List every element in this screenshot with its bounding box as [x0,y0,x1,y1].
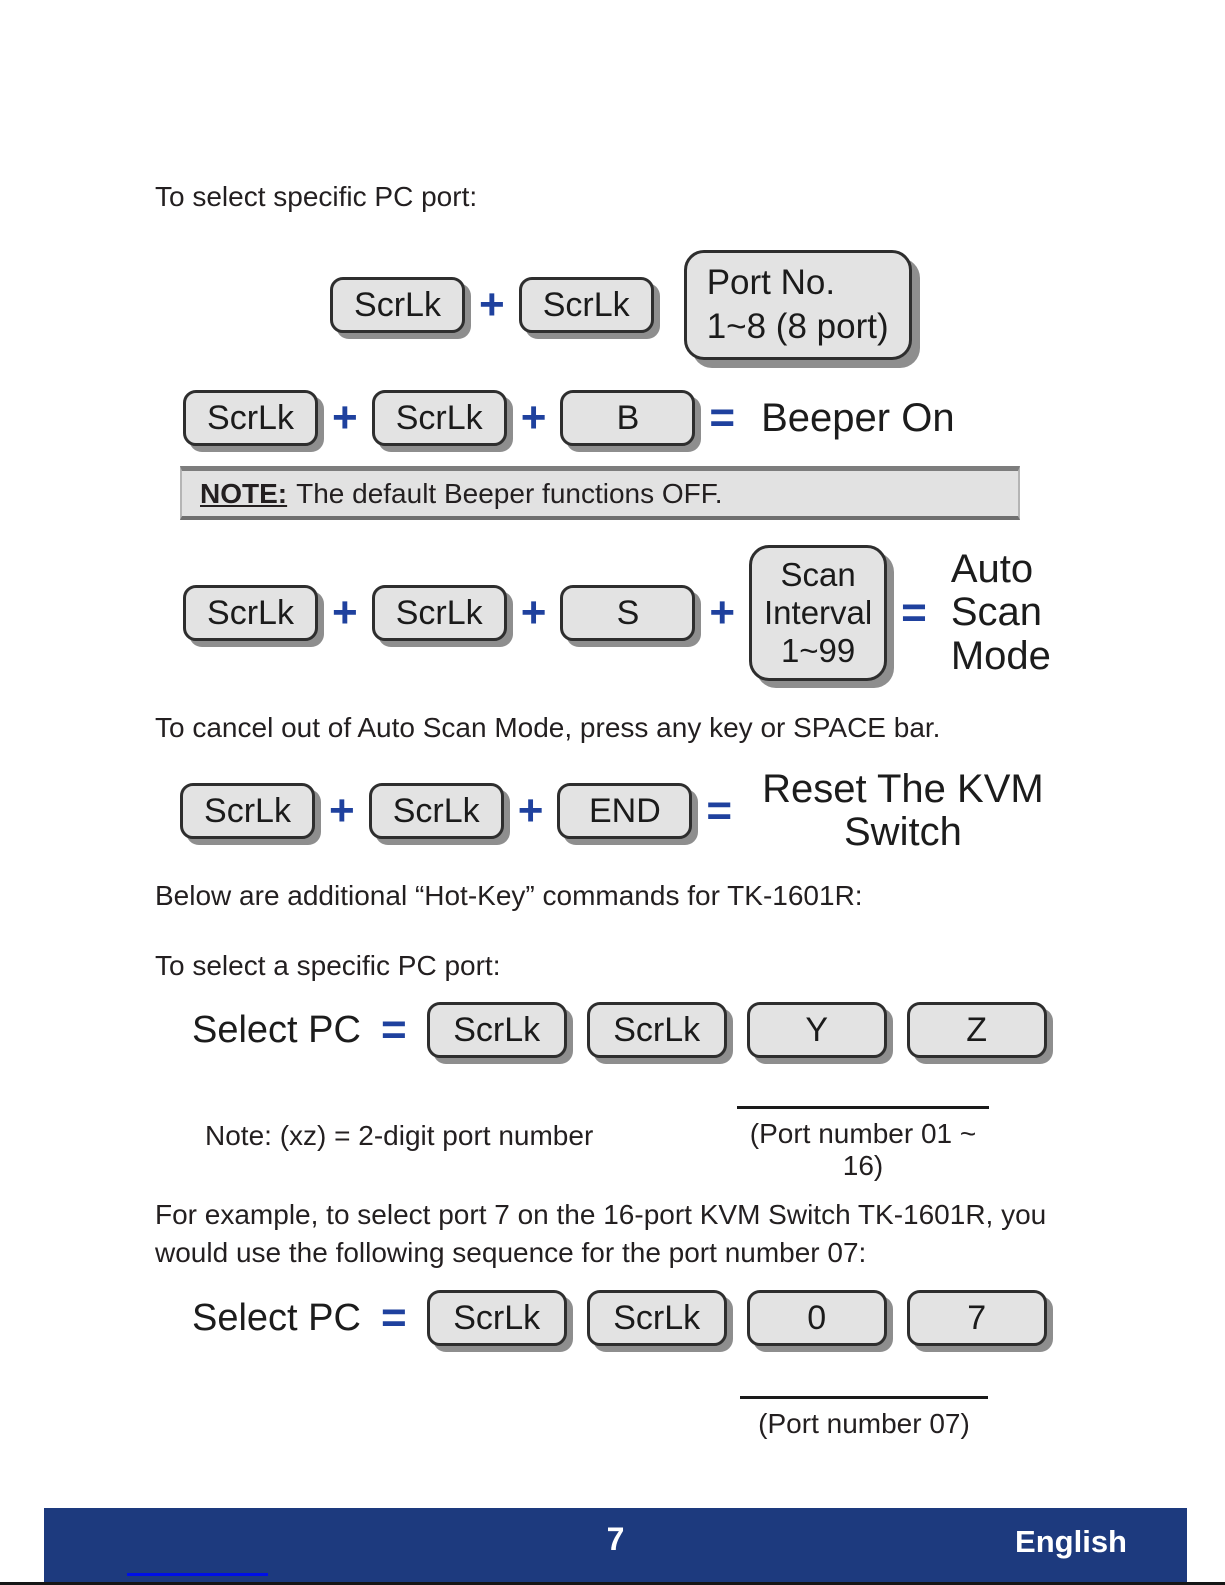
end-key: END [557,783,693,839]
language-label: English [1015,1524,1127,1559]
cancel-autoscan-text: To cancel out of Auto Scan Mode, press a… [155,712,941,743]
scan-interval-line2: Interval [764,594,873,632]
scrlk-key: ScrLk [426,1290,567,1346]
b-key: B [560,390,696,446]
note-label: NOTE: [200,477,288,509]
scrlk-key: ScrLk [183,390,318,446]
reset-kvm-line2: Switch [844,810,962,854]
reset-kvm-label: Reset The KVM Switch [762,766,1044,854]
scrlk-key: ScrLk [180,783,315,839]
plus-operator: + [332,588,358,637]
port-no-line1: Port No. [706,263,836,303]
hotkey-row-select-port: ScrLk + ScrLk Port No. 1~8 (8 port) [330,250,912,360]
seven-key: 7 [906,1290,1047,1346]
note-text: The default Beeper functions OFF. [296,477,723,509]
equals-operator: = [901,588,927,637]
port-range-text: (Port number 01 ~ 16) [749,1118,977,1181]
equals-operator: = [380,1293,407,1342]
note-xz-text: Note: (xz) = 2-digit port number [205,1120,594,1151]
plus-operator: + [520,588,547,637]
z-key: Z [906,1002,1047,1058]
hotkey-row-select-pc-yz: Select PC = ScrLk ScrLk Y Z [192,1000,1047,1060]
hotkey-row-beeper: ScrLk + ScrLk + B = Beeper On [183,388,955,448]
port-07-text: (Port number 07) [758,1408,970,1439]
link-underline [127,1573,268,1576]
scrlk-key: ScrLk [518,277,654,333]
scan-interval-line1: Scan [780,556,856,594]
bottom-edge-line [0,1582,1225,1585]
plus-operator: + [479,280,505,329]
plus-operator: + [332,393,358,442]
scrlk-key: ScrLk [371,390,507,446]
zero-key: 0 [746,1290,887,1346]
scrlk-key: ScrLk [371,585,507,641]
port-no-line2: 1~8 (8 port) [706,307,889,346]
auto-scan-line3: Mode [950,633,1051,678]
s-key: S [560,585,696,641]
scrlk-key: ScrLk [586,1002,727,1058]
scrlk-key: ScrLk [183,585,318,641]
hotkey-row-reset: ScrLk + ScrLk + END = Reset The KVM Swit… [180,766,1044,854]
scan-interval-line3: 1~99 [780,631,856,669]
select-port-text: To select a specific PC port: [155,950,501,981]
port-range-caption: (Port number 01 ~ 16) [737,1106,989,1182]
plus-operator: + [329,786,355,835]
port-07-caption: (Port number 07) [740,1396,988,1440]
equals-operator: = [706,786,733,835]
port-no-box: Port No. 1~8 (8 port) [683,250,912,360]
note-box: NOTE: The default Beeper functions OFF. [180,466,1020,520]
plus-operator: + [709,588,736,637]
scrlk-key: ScrLk [368,783,504,839]
scrlk-key: ScrLk [426,1002,567,1058]
reset-kvm-line1: Reset The KVM [762,766,1044,811]
scrlk-key: ScrLk [586,1290,727,1346]
beeper-on-label: Beeper On [761,395,955,440]
page-number: 7 [606,1521,625,1557]
auto-scan-line1: Auto [950,547,1034,592]
additional-commands-text: Below are additional “Hot-Key” commands … [155,880,863,911]
hotkey-row-autoscan: ScrLk + ScrLk + S + Scan Interval 1~99 =… [183,545,1051,681]
scan-interval-box: Scan Interval 1~99 [749,545,888,681]
plus-operator: + [517,786,544,835]
auto-scan-label: Auto Scan Mode [951,548,1051,678]
plus-operator: + [520,393,547,442]
overline [740,1396,988,1399]
hotkey-row-select-pc-07: Select PC = ScrLk ScrLk 0 7 [192,1288,1047,1348]
overline [737,1106,989,1109]
scrlk-key: ScrLk [330,277,465,333]
equals-operator: = [380,1005,407,1054]
y-key: Y [746,1002,887,1058]
equals-operator: = [709,393,736,442]
footer-bar: 7 English [44,1508,1187,1583]
select-pc-label: Select PC [192,1296,361,1339]
intro-text: To select specific PC port: [155,181,478,212]
auto-scan-line2: Scan [950,590,1042,635]
example-text: For example, to select port 7 on the 16-… [155,1199,1047,1268]
select-pc-label: Select PC [192,1008,361,1051]
